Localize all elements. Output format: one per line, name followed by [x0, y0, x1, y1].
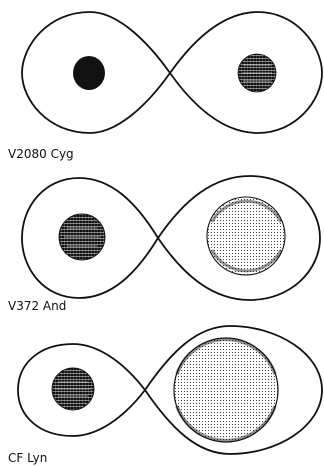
roche-lobe-outline — [21, 175, 321, 301]
system-label: CF Lyn — [8, 451, 48, 465]
secondary-star-limb-darkening — [210, 199, 283, 273]
secondary-star-limb-darkening — [175, 337, 277, 443]
system-v2080-cyg — [21, 11, 323, 134]
primary-star-hatch-accent — [55, 381, 91, 397]
system-label: V372 And — [8, 299, 67, 313]
secondary-star-stippled — [206, 196, 286, 276]
primary-star-hatch-accent — [64, 227, 100, 247]
system-v372-and — [21, 175, 321, 301]
system-cf-lyn — [17, 325, 323, 455]
system-label: V2080 Cyg — [8, 147, 74, 161]
primary-star-solid — [73, 56, 105, 90]
roche-lobe-outline — [21, 11, 323, 134]
roche-lobe-outline — [17, 325, 323, 455]
secondary-star-hatch-accent — [242, 64, 272, 82]
secondary-star-stippled — [173, 337, 279, 443]
